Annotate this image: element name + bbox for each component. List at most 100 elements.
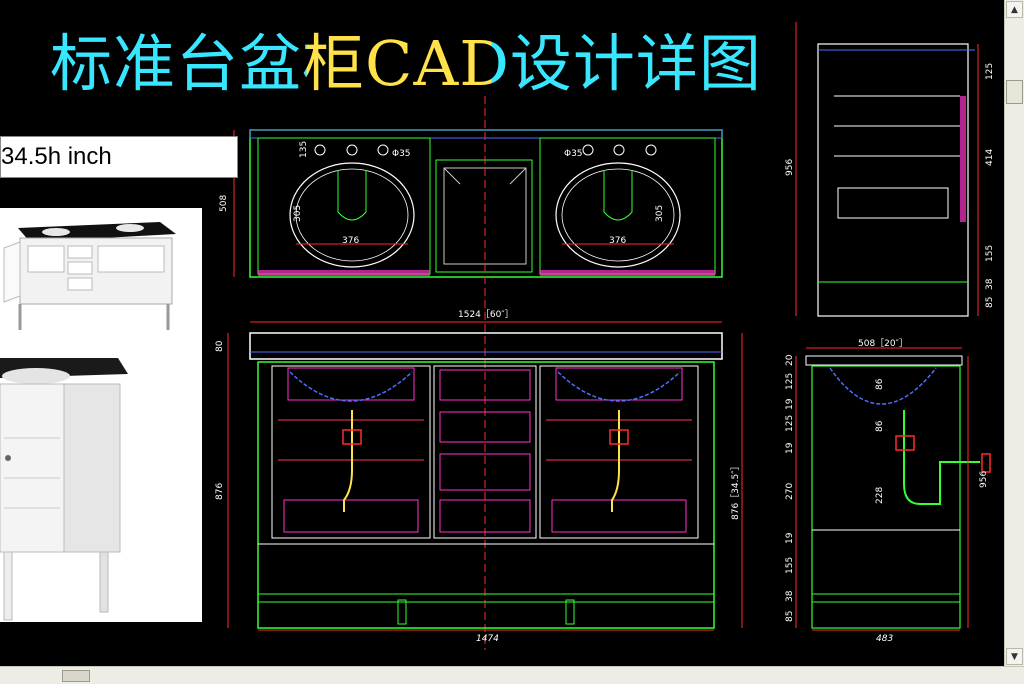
plan-depth-label: 508 [219,195,229,212]
right-tap-hole-1 [582,144,594,156]
scroll-up-button[interactable]: ▲ [1006,1,1023,18]
side-seg-2: 125 [785,373,795,390]
right-basin-section [557,371,681,402]
horizontal-scrollbar[interactable] [0,666,1024,684]
front-right-bay [539,365,699,539]
side-seg-8: 155 [785,557,795,574]
right-tap-hole-2 [613,144,625,156]
front-center-bay [433,365,537,539]
plan-countertop-edge [249,129,723,139]
size-caption: 34.5h inch [1,143,112,170]
side-inner-height-1: 86 [875,378,885,390]
cad-drawing: 376 376 305 305 Φ35 Φ35 135 508 1524［60″… [215,22,995,650]
front-base-width: 1474 [476,634,499,644]
plan-tap-offset: 135 [299,141,309,158]
left-tap-hole-3 [377,144,389,156]
side-top-hatch [960,96,966,222]
vertical-scroll-thumb[interactable] [1006,80,1023,104]
arrow-up-icon: ▲ [1011,4,1018,15]
side-top-seg-3: 155 [985,245,995,262]
right-leveling-foot [565,599,575,625]
front-width-label: 1524［60″］ [458,309,514,320]
right-drain-pipe [611,410,620,512]
left-tap-hole-1 [314,144,326,156]
left-basin-spout [337,170,367,221]
side-seg-1: 20 [785,354,795,366]
side-seg-5: 19 [785,442,795,454]
right-tap-hole-3 [645,144,657,156]
side-body [811,365,961,629]
plan-bowl-depth-right: 305 [655,205,665,222]
right-bottom-drawer [551,499,687,533]
right-drawer-top [555,367,683,401]
left-basin-inner [295,168,409,262]
side-drain-pipe [903,410,980,505]
front-cabinet-height: 876 [215,483,225,500]
plan-view: 376 376 305 305 Φ35 Φ35 135 508 [219,129,723,278]
side-height-total: 956 [979,471,989,488]
plan-bowl-width-right: 376 [609,236,626,246]
side-seg-7: 19 [785,532,795,544]
side-seg-9: 38 [785,590,795,602]
cad-canvas: 376 376 305 305 Φ35 Φ35 135 508 1524［60″… [0,22,995,650]
left-drawer-top [287,367,415,401]
scroll-down-button[interactable]: ▼ [1006,648,1023,665]
side-inner-height-2: 86 [875,420,885,432]
product-photo-panel [0,208,202,622]
front-view: 1524［60″］ 80 876 876［34.5″］ [215,309,743,644]
left-trap [342,429,362,445]
side-seg-4: 125 [785,415,795,432]
plan-center-bay [435,159,533,273]
cabinet-body [257,361,715,629]
plan-bowl-depth-left: 305 [293,205,303,222]
plan-bowl-width-left: 376 [342,236,359,246]
front-top-thickness: 80 [215,340,225,352]
vertical-scrollbar[interactable]: ▲ ▼ [1004,0,1024,666]
side-view-top: 956 125 414 155 38 85 [785,22,995,317]
drawing-title: 标准台盆柜CAD设计详图 [50,27,762,100]
countertop [249,332,723,360]
left-leveling-foot [397,599,407,625]
plan-tap-hole-right: Φ35 [564,149,583,159]
side-seg-10: 85 [785,611,795,622]
side-base-width: 483 [876,634,893,644]
side-inner-height-3: 228 [875,487,885,504]
plan-bottom-hatch-left [258,270,430,276]
arrow-down-icon: ▼ [1011,651,1018,662]
side-top-outline [817,43,969,317]
plan-tap-hole-left: Φ35 [392,149,411,159]
side-drain-trap [895,435,915,451]
left-bottom-drawer [283,499,419,533]
side-seg-3: 19 [785,398,795,410]
plan-center-diag2 [509,167,527,185]
side-top-drawer [837,187,949,219]
left-tap-hole-2 [346,144,358,156]
front-height-imperial: 876［34.5″］ [730,461,741,520]
left-drain-pipe [343,410,353,512]
right-basin-outer [555,162,681,268]
vanity-product-image [0,222,176,621]
side-top-height-total: 956 [785,159,795,176]
side-countertop [805,355,963,366]
side-view: 508［20″］ 20 125 19 125 19 270 19 155 3 [785,338,991,644]
right-basin-inner [561,168,675,262]
center-drawer-4 [439,499,531,533]
front-left-bay [271,365,431,539]
size-caption-box: 34.5h inch [0,136,238,178]
horizontal-scroll-thumb[interactable] [62,670,90,682]
plan-outline [249,129,723,278]
side-top-seg-4: 38 [985,278,995,290]
center-drawer-1 [439,369,531,401]
center-drawer-2 [439,411,531,443]
plan-bottom-hatch-right [540,270,715,276]
right-basin-spout [603,170,633,221]
side-wall-flange [981,453,991,473]
side-top-seg-2: 414 [985,149,995,166]
side-width-label: 508［20″］ [858,338,908,349]
side-top-seg-5: 85 [985,297,995,308]
center-drawer-3 [439,453,531,491]
side-seg-6: 270 [785,483,795,500]
left-basin-section [289,371,413,402]
side-top-seg-1: 125 [985,63,995,80]
